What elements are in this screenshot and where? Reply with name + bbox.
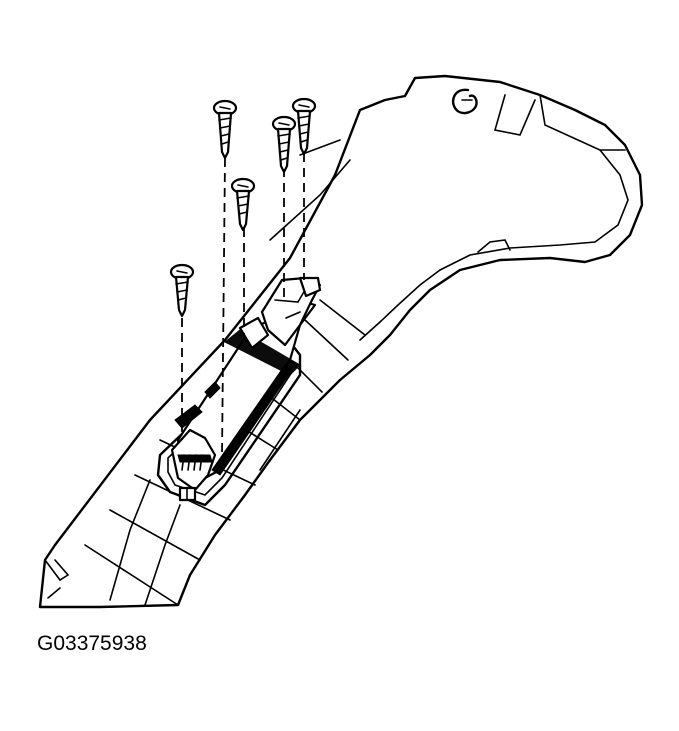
alignment-lines	[181, 153, 305, 456]
screw-1	[212, 99, 238, 160]
screw-2	[271, 115, 297, 174]
figure-code-label: G03375938	[37, 632, 147, 655]
screw-3	[291, 97, 317, 156]
screw-5	[169, 263, 195, 318]
grab-handle	[156, 276, 322, 507]
screws	[169, 97, 317, 318]
trim-panel	[38, 74, 644, 609]
screw-4	[230, 177, 256, 232]
